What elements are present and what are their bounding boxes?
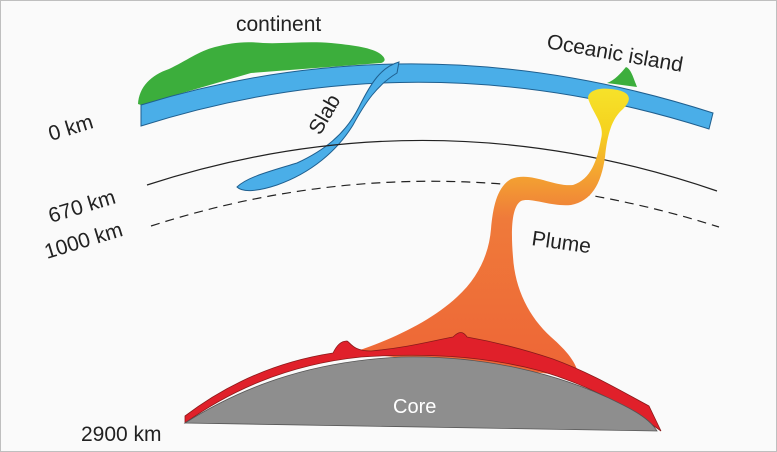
oceanic-island-label: Oceanic island <box>545 30 685 77</box>
depth-label-0km: 0 km <box>46 110 96 145</box>
lithosphere-band <box>140 63 714 130</box>
boundary-670km <box>146 139 718 192</box>
mantle-plume <box>357 88 629 377</box>
slab-label: Slab <box>304 91 345 139</box>
boundary-1000km <box>150 180 720 228</box>
depth-label-2900km: 2900 km <box>81 423 162 446</box>
plume-label: Plume <box>530 227 592 258</box>
subducting-slab <box>236 61 400 192</box>
core-label: Core <box>393 396 436 418</box>
thermal-boundary-layer <box>184 332 662 432</box>
continent-shape <box>138 42 385 105</box>
oceanic-island-shape <box>607 67 637 87</box>
core <box>183 356 658 432</box>
continent-label: continent <box>236 13 321 36</box>
